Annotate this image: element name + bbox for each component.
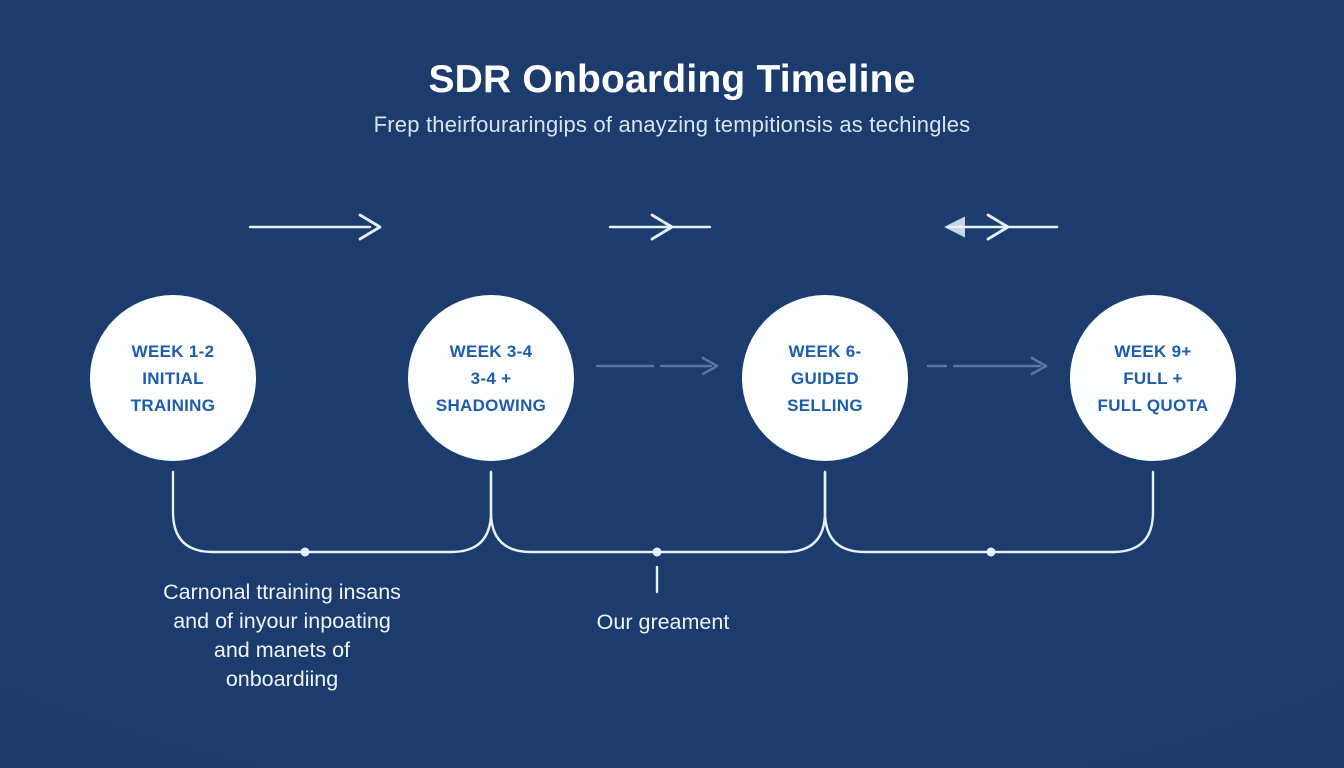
double-arrow-icon <box>944 213 1059 241</box>
diagram-header: SDR Onboarding Timeline Frep theirfourar… <box>0 58 1344 138</box>
milestone-line: SELLING <box>787 395 863 415</box>
milestone-line: WEEK 9+ <box>1114 341 1192 361</box>
connector-dot <box>652 547 662 557</box>
flow-arrow-icon <box>926 356 1048 376</box>
caption-line: and manets of <box>213 638 351 662</box>
page-title: SDR Onboarding Timeline <box>428 58 916 101</box>
caption-agreement: Our greament <box>596 610 730 634</box>
milestone-line: WEEK 3-4 <box>449 341 533 361</box>
caption-line: and of inyour inpoating <box>173 609 391 633</box>
milestone-line: FULL + <box>1123 368 1183 388</box>
milestone-week-6: WEEK 6- GUIDED SELLING <box>742 295 908 461</box>
right-arrow-icon <box>248 213 382 241</box>
milestone-line: 3-4 + <box>470 368 512 388</box>
right-arrow-icon <box>608 213 712 241</box>
milestone-line: WEEK 1-2 <box>131 341 215 361</box>
milestone-week-1-2: WEEK 1-2 INITIAL TRAINING <box>90 295 256 461</box>
flow-arrow-icon <box>595 356 719 376</box>
caption-training-notes: Carnonal ttraining insans and of inyour … <box>122 578 442 694</box>
caption-line: Carnonal ttraining insans <box>163 580 401 604</box>
caption-line: onboardiing <box>225 667 339 691</box>
milestone-line: TRAINING <box>130 395 216 415</box>
connector-dot <box>986 547 996 557</box>
milestone-week-3-4: WEEK 3-4 3-4 + SHADOWING <box>408 295 574 461</box>
milestone-line: GUIDED <box>791 368 859 388</box>
milestone-line: FULL QUOTA <box>1097 395 1209 415</box>
page-subtitle: Frep theirfouraringips of anayzing tempi… <box>373 112 971 137</box>
milestone-line: WEEK 6- <box>788 341 862 361</box>
milestone-line: INITIAL <box>142 368 204 388</box>
milestone-week-9: WEEK 9+ FULL + FULL QUOTA <box>1070 295 1236 461</box>
bracket-connector <box>171 470 1155 594</box>
milestone-line: SHADOWING <box>435 395 547 415</box>
connector-dot <box>300 547 310 557</box>
